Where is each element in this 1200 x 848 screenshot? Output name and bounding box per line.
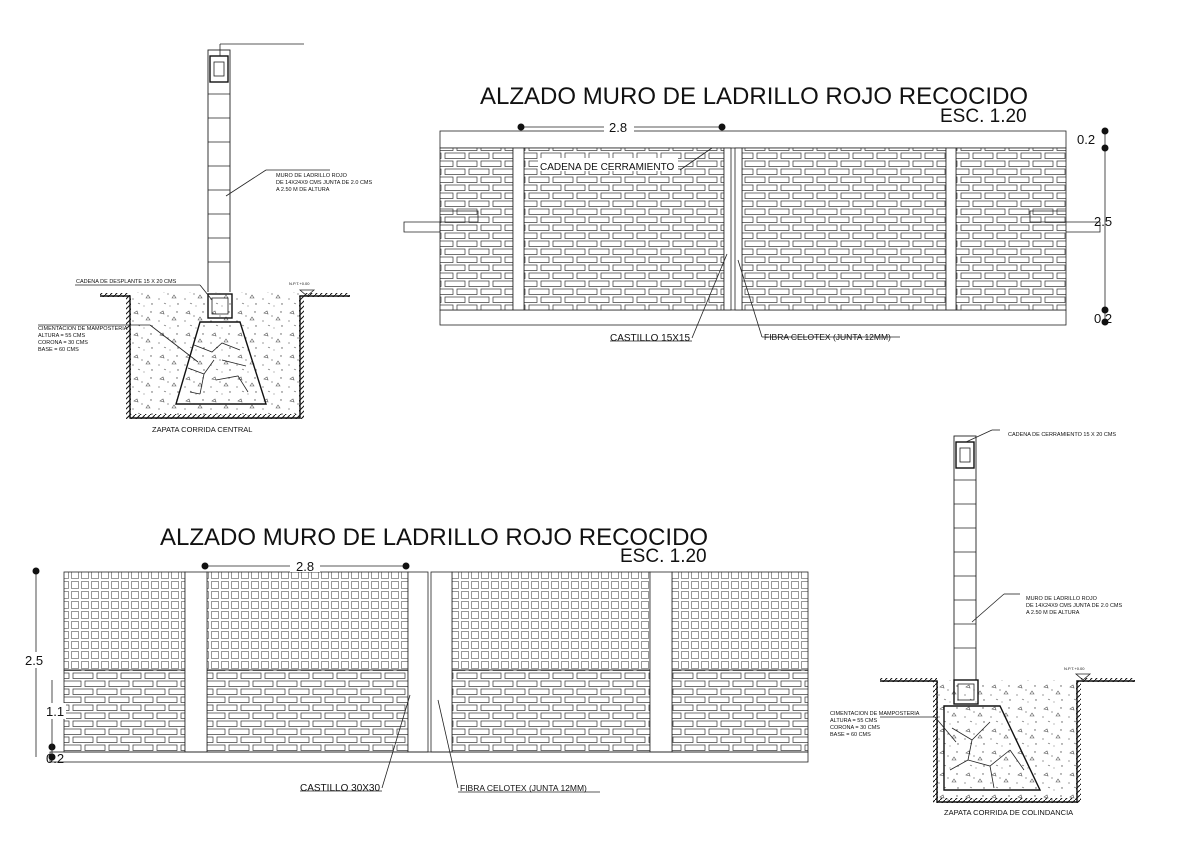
cim-note-3: CORONA = 30 CMS [38, 340, 88, 346]
brick-panel [955, 147, 1067, 311]
dim-span-text: 2.8 [296, 559, 314, 574]
brick-panel [63, 669, 186, 753]
cadena-desplante [207, 293, 233, 319]
npt-note: N.P.T.+0.00 [1064, 666, 1085, 671]
wall-section [953, 435, 977, 681]
section-caption: ZAPATA CORRIDA CENTRAL [152, 425, 252, 434]
cadena-note: CADENA DE DESPLANTE 15 X 20 CMS [76, 279, 177, 285]
top-beam [439, 130, 1067, 149]
castillo-column [184, 571, 208, 753]
muro-note-1: MURO DE LADRILLO ROJO [1026, 596, 1098, 602]
lattice-panel [451, 571, 651, 671]
cim-note-2: ALTURA = 55 CMS [830, 718, 877, 724]
backfill [130, 292, 300, 416]
label-castillo: CASTILLO 15X15 [610, 333, 690, 344]
cim-note-4: BASE = 60 CMS [830, 732, 871, 738]
dim-bottom-text: 0.2 [1094, 311, 1112, 326]
brick-courses [954, 479, 976, 649]
lattice-panel [671, 571, 809, 671]
dim-top-text: 0.2 [1077, 132, 1095, 147]
brick-panel [206, 669, 409, 753]
castillo-column [430, 571, 453, 753]
mamposteria-foundation [943, 705, 1042, 791]
dim-mid-text: 1.1 [46, 704, 64, 719]
elevation-top: ALZADO MURO DE LADRILLO ROJO RECOCIDO ES… [403, 83, 1112, 344]
side-stub-right [1029, 210, 1101, 233]
section-colindancia: CADENA DE CERRAMIENTO 15 X 20 CMS MURO D… [830, 429, 1135, 817]
muro-note-3: A 2.50 M DE ALTURA [276, 187, 330, 193]
base-beam [49, 751, 809, 763]
dim-base-text: 0.2 [46, 751, 64, 766]
mamposteria-foundation [175, 321, 267, 405]
dim-dot [517, 123, 525, 131]
cim-note-4: BASE = 60 CMS [38, 347, 79, 353]
base-beam [439, 309, 1067, 326]
elevation-bottom-title: ALZADO MURO DE LADRILLO ROJO RECOCIDO [160, 524, 708, 551]
label-fibra: FIBRA CELOTEX (JUNTA 12MM) [460, 783, 587, 793]
brick-panel [741, 147, 947, 311]
elevation-top-scale: ESC. 1.20 [940, 106, 1027, 127]
castillo-column [512, 147, 525, 311]
dim-height-text: 2.5 [25, 653, 43, 668]
dim-span-text: 2.8 [609, 120, 627, 135]
muro-note-2: DE 14X24X9 CMS JUNTA DE 2.0 CMS [276, 180, 373, 186]
label-fibra: FIBRA CELOTEX (JUNTA 12MM) [764, 332, 891, 342]
castillo-column [734, 147, 743, 311]
cim-note-1: CIMENTACION DE MAMPOSTERIA [38, 326, 128, 332]
cadena-desplante [953, 679, 979, 705]
brick-panel [523, 147, 725, 311]
dim-height-text: 2.5 [1094, 214, 1112, 229]
npt-note: N.P.T.+0.00 [289, 281, 310, 286]
label-castillo: CASTILLO 30X30 [300, 783, 380, 794]
side-stub-left [403, 210, 479, 233]
castillo-column [407, 571, 429, 753]
muro-note-1: MURO DE LADRILLO ROJO [276, 173, 348, 179]
castillo-column [723, 147, 732, 311]
brick-panel [671, 669, 809, 753]
elevation-bottom: ALZADO MURO DE LADRILLO ROJO RECOCIDO ES… [23, 524, 809, 794]
elevation-bottom-scale: ESC. 1.20 [620, 546, 707, 567]
wall-section [207, 49, 231, 295]
section-caption: ZAPATA CORRIDA DE COLINDANCIA [944, 808, 1073, 817]
cim-note-3: CORONA = 30 CMS [830, 725, 880, 731]
label-cadena: CADENA DE CERRAMIENTO [540, 162, 675, 173]
dim-dot [718, 123, 726, 131]
brick-courses [208, 93, 230, 263]
section-central: MURO DE LADRILLO ROJO DE 14X24X9 CMS JUN… [38, 43, 373, 434]
castillo-column [945, 147, 957, 311]
cim-note-1: CIMENTACION DE MAMPOSTERIA [830, 711, 920, 717]
muro-note-3: A 2.50 M DE ALTURA [1026, 610, 1080, 616]
elevation-top-title: ALZADO MURO DE LADRILLO ROJO RECOCIDO [480, 83, 1028, 110]
brick-panel [439, 147, 514, 311]
castillo-column [649, 571, 673, 753]
lattice-panel [206, 571, 409, 671]
cadena-note: CADENA DE CERRAMIENTO 15 X 20 CMS [1008, 432, 1116, 438]
lattice-panel [63, 571, 186, 671]
cim-note-2: ALTURA = 55 CMS [38, 333, 85, 339]
brick-panel [451, 669, 651, 753]
muro-note-2: DE 14X24X9 CMS JUNTA DE 2.0 CMS [1026, 603, 1123, 609]
